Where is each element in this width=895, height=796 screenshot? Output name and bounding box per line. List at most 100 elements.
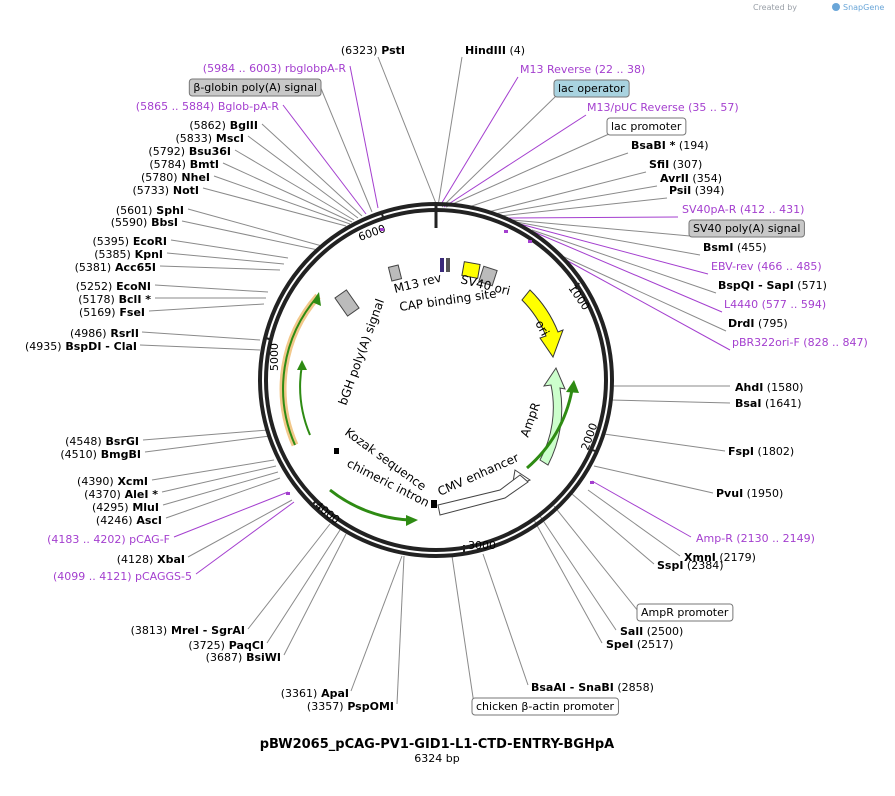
site-sv40pa-part-1: (412 .. 431) <box>736 203 804 216</box>
leader-fsei <box>148 303 265 312</box>
site-label-avrii[interactable]: AvrII (354) <box>660 172 722 185</box>
site-label-bmgbi[interactable]: (4510) BmgBI <box>60 448 141 461</box>
site-label-sv40sig[interactable]: SV40 poly(A) signal <box>693 222 800 235</box>
site-label-bglobpa[interactable]: (5865 .. 5884) Bglob-pA-R <box>136 100 280 113</box>
site-sali-part-1: (2500) <box>643 625 683 638</box>
site-label-bsabi[interactable]: BsaBI * (194) <box>631 139 709 152</box>
credit-text: Created by <box>753 3 797 12</box>
site-label-noti[interactable]: (5733) NotI <box>132 184 199 197</box>
site-label-psii[interactable]: PsiI (394) <box>669 184 724 197</box>
site-label-l4440[interactable]: L4440 (577 .. 594) <box>724 298 826 311</box>
site-label-pspomi[interactable]: (3357) PspOMI <box>307 700 394 713</box>
site-label-sv40pa[interactable]: SV40pA-R (412 .. 431) <box>682 203 804 216</box>
site-label-amprprom[interactable]: AmpR promoter <box>641 606 729 619</box>
feature-box-amprprom <box>636 603 734 622</box>
site-ecori-part-1: EcoRI <box>129 235 167 248</box>
site-label-econi[interactable]: (5252) EcoNI <box>76 280 151 293</box>
site-label-bcli[interactable]: (5178) BclI * <box>78 293 151 306</box>
site-label-m13puc[interactable]: M13/pUC Reverse (35 .. 57) <box>587 101 739 114</box>
site-label-bglobsig[interactable]: β-globin poly(A) signal <box>193 81 317 94</box>
site-label-fspi[interactable]: FspI (1802) <box>728 445 794 458</box>
leader-bspdi <box>139 344 261 351</box>
feature-box-lacop <box>553 79 630 98</box>
site-label-sali[interactable]: SalI (2500) <box>620 625 683 638</box>
site-ahdi-part-0: AhdI <box>735 381 763 394</box>
site-label-hindiii[interactable]: HindIII (4) <box>465 44 525 57</box>
site-xcmi-part-0: (4390) <box>77 475 114 488</box>
site-label-rbglob[interactable]: (5984 .. 6003) rbglobpA-R <box>203 62 347 75</box>
site-label-pcagf[interactable]: (4183 .. 4202) pCAG-F <box>47 533 170 546</box>
site-label-lacop[interactable]: lac operator <box>558 82 625 95</box>
site-label-mlui[interactable]: (4295) MluI <box>92 501 159 514</box>
site-drdi-part-0: DrdI <box>728 317 755 330</box>
site-label-bsmi[interactable]: BsmI (455) <box>703 241 767 254</box>
site-econi-part-0: (5252) <box>76 280 113 293</box>
orf-left-head <box>312 292 321 306</box>
site-label-rsrii[interactable]: (4986) RsrII <box>70 327 139 340</box>
site-kpni-part-0: (5385) <box>94 248 131 261</box>
site-xmni-part-0: XmnI <box>684 551 716 564</box>
site-label-pbr322[interactable]: pBR322ori-F (828 .. 847) <box>732 336 868 349</box>
leader-sspi <box>571 493 655 565</box>
site-msci-part-1: MscI <box>212 132 244 145</box>
site-label-drdi[interactable]: DrdI (795) <box>728 317 788 330</box>
site-label-spei[interactable]: SpeI (2517) <box>606 638 673 651</box>
site-label-paqci[interactable]: (3725) PaqCI <box>188 639 264 652</box>
site-label-xbai[interactable]: (4128) XbaI <box>117 553 185 566</box>
site-rsrii-part-0: (4986) <box>70 327 107 340</box>
site-lacop-part-0: lac operator <box>558 82 625 95</box>
site-pcagf-part-0: (4183 .. 4202) <box>47 533 126 546</box>
site-mrei-part-0: (3813) <box>131 624 168 637</box>
site-bspqi-part-2: (571) <box>794 279 827 292</box>
site-pvui-part-1: (1950) <box>743 487 783 500</box>
site-label-bglii[interactable]: (5862) BglII <box>189 119 258 132</box>
site-label-bsiwi[interactable]: (3687) BsiWI <box>206 651 281 664</box>
site-label-bmti[interactable]: (5784) BmtI <box>149 158 219 171</box>
site-label-apai[interactable]: (3361) ApaI <box>281 687 349 700</box>
site-label-kpni[interactable]: (5385) KpnI <box>94 248 163 261</box>
primer-mark-sv40pa <box>504 230 508 233</box>
site-label-asci[interactable]: (4246) AscI <box>96 514 162 527</box>
site-paqci-part-0: (3725) <box>188 639 225 652</box>
site-label-fsei[interactable]: (5169) FseI <box>79 306 145 319</box>
leader-l4440 <box>533 231 723 313</box>
leader-mrei <box>247 523 331 630</box>
site-label-msci[interactable]: (5833) MscI <box>175 132 244 145</box>
site-label-psti[interactable]: (6323) PstI <box>341 44 405 57</box>
site-label-pvui[interactable]: PvuI (1950) <box>716 487 783 500</box>
site-label-bspqi[interactable]: BspQI - SapI (571) <box>718 279 827 292</box>
site-label-bsai[interactable]: BsaI (1641) <box>735 397 802 410</box>
site-label-sspi[interactable]: SspI (2384) <box>657 559 724 572</box>
leader-ecori <box>170 239 289 259</box>
site-label-lacprom[interactable]: lac promoter <box>611 120 682 133</box>
site-label-bsaai[interactable]: BsaAI - SnaBI (2858) <box>531 681 654 694</box>
site-label-ecori[interactable]: (5395) EcoRI <box>92 235 167 248</box>
leader-bsabi <box>465 152 629 209</box>
site-label-bsrgi[interactable]: (4548) BsrGI <box>65 435 139 448</box>
site-label-bsu36i[interactable]: (5792) Bsu36I <box>148 145 231 158</box>
site-bsai-part-0: BsaI <box>735 397 761 410</box>
site-label-pcaggs5[interactable]: (4099 .. 4121) pCAGGS-5 <box>53 570 192 583</box>
site-label-mrei[interactable]: (3813) MreI - SgrAI <box>131 624 245 637</box>
site-label-bbsi[interactable]: (5590) BbsI <box>111 216 178 229</box>
site-label-sfii[interactable]: SfiI (307) <box>649 158 702 171</box>
site-pbr322-part-1: (828 .. 847) <box>800 336 868 349</box>
site-label-xmni[interactable]: XmnI (2179) <box>684 551 756 564</box>
site-pvui-part-0: PvuI <box>716 487 743 500</box>
site-label-xcmi[interactable]: (4390) XcmI <box>77 475 148 488</box>
site-label-sphi[interactable]: (5601) SphI <box>116 204 184 217</box>
ampr-orf-line <box>526 389 574 470</box>
site-label-m13rev[interactable]: M13 Reverse (22 .. 38) <box>520 63 645 76</box>
tick-4000-mark <box>311 500 317 506</box>
site-label-ahdi[interactable]: AhdI (1580) <box>735 381 803 394</box>
site-label-chbact[interactable]: chicken β-actin promoter <box>476 700 614 713</box>
site-label-alei[interactable]: (4370) AleI * <box>84 488 158 501</box>
site-label-bspdi[interactable]: (4935) BspDI - ClaI <box>25 340 137 353</box>
site-label-nhei[interactable]: (5780) NheI <box>141 171 210 184</box>
site-label-ebvrev[interactable]: EBV-rev (466 .. 485) <box>711 260 822 273</box>
site-psti-part-1: PstI <box>377 44 405 57</box>
site-label-ampr[interactable]: Amp-R (2130 .. 2149) <box>696 532 815 545</box>
site-fspi-part-0: FspI <box>728 445 754 458</box>
m13rev-feature <box>440 258 444 272</box>
site-label-acc65i[interactable]: (5381) Acc65I <box>75 261 156 274</box>
